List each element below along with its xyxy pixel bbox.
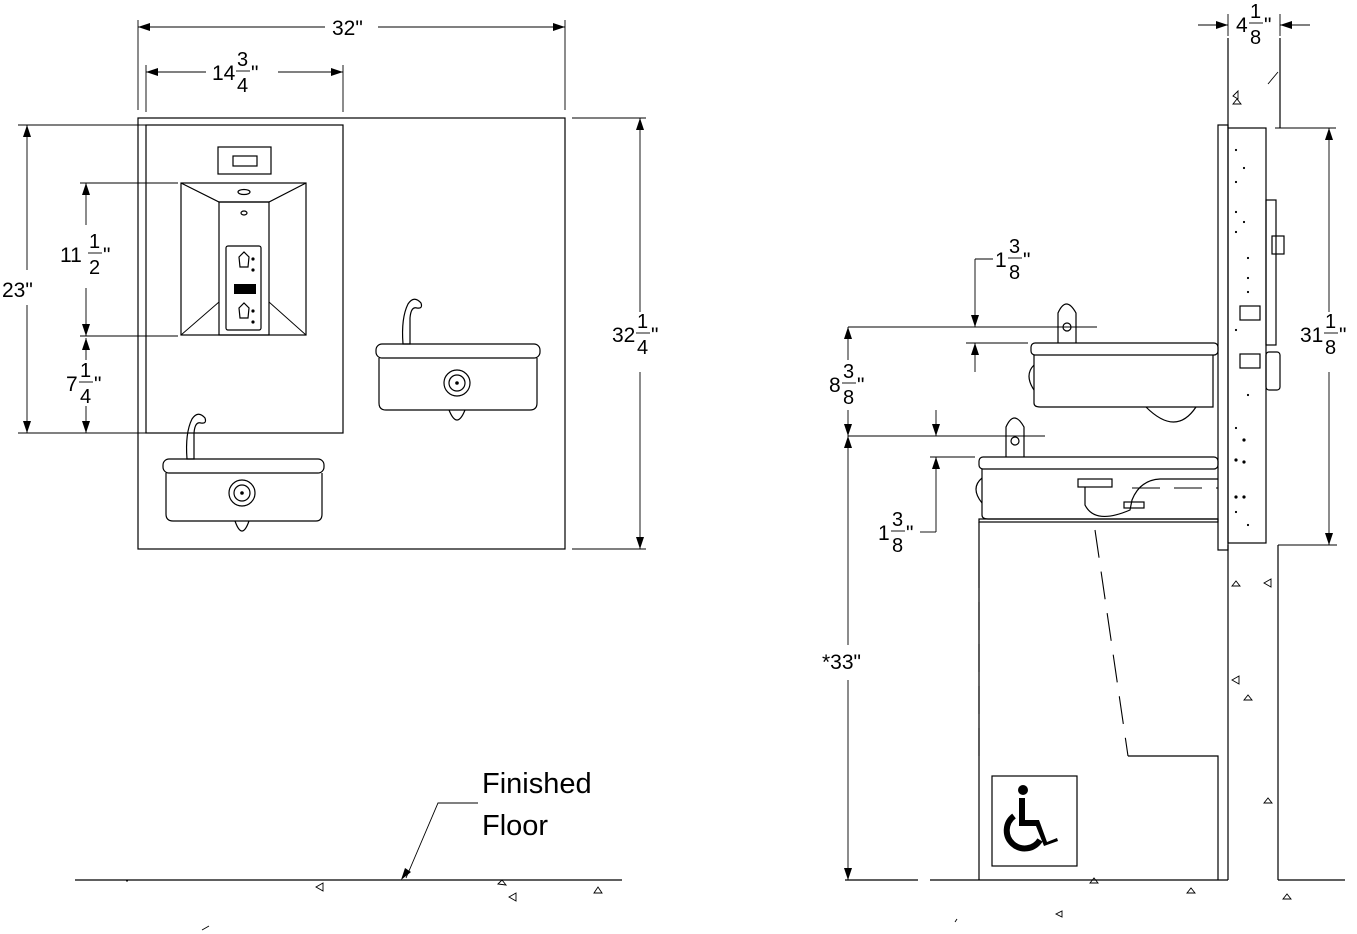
- svg-text:3: 3: [1009, 236, 1020, 258]
- svg-text:": ": [857, 374, 864, 397]
- svg-text:7: 7: [66, 373, 78, 396]
- svg-text:2: 2: [89, 257, 100, 279]
- svg-text:": ": [1023, 249, 1030, 272]
- overall-height-dim: 32 1 4 ": [612, 311, 658, 359]
- svg-text:8: 8: [829, 374, 841, 397]
- finished-floor-label-2: Floor: [482, 810, 548, 842]
- wheelchair-accessibility-icon: [991, 775, 1078, 867]
- svg-text:1: 1: [878, 522, 890, 545]
- svg-text:": ": [94, 373, 101, 396]
- svg-text:1: 1: [89, 231, 100, 253]
- svg-text:8: 8: [1325, 337, 1336, 359]
- svg-text:8: 8: [1009, 262, 1020, 284]
- frame-height-dim: 31 1 8 ": [1300, 311, 1346, 359]
- svg-text:": ": [103, 244, 110, 267]
- svg-text:31: 31: [1300, 324, 1323, 347]
- side-view: 4 1 8 ": [822, 1, 1346, 923]
- lower-fountain: [162, 413, 325, 532]
- svg-text:1: 1: [637, 311, 648, 333]
- upper-fountain: [375, 298, 541, 421]
- depth-top-dim: 4 1 8 ": [1236, 1, 1271, 49]
- lower-fountain-side: [975, 417, 1219, 520]
- svg-text:1: 1: [80, 360, 91, 382]
- bottle-icon: [238, 251, 250, 319]
- mounting-frame: [1217, 124, 1229, 551]
- upper-spout-dim: 1 3 8 ": [995, 236, 1030, 284]
- svg-text:4: 4: [80, 386, 91, 408]
- overall-width-dim: 32": [332, 17, 363, 40]
- upper-fountain-side: [1028, 303, 1219, 423]
- svg-text:": ": [251, 62, 258, 85]
- svg-text:": ": [1339, 324, 1346, 347]
- ada-height-dim: *33": [822, 651, 861, 674]
- svg-text:8: 8: [1250, 27, 1261, 49]
- svg-text:14: 14: [212, 62, 236, 85]
- front-view: 32" 14 3 4 " 23" 11 1: [2, 17, 658, 931]
- svg-text:4: 4: [637, 337, 648, 359]
- bottle-filler: [180, 182, 307, 336]
- upper-width-dim: 14 3 4 ": [212, 49, 258, 97]
- svg-text:4: 4: [1236, 14, 1248, 37]
- svg-text:8: 8: [892, 535, 903, 557]
- svg-text:1: 1: [995, 249, 1007, 272]
- filler-bottom-dim: 7 1 4 ": [66, 360, 101, 408]
- svg-text:3: 3: [892, 509, 903, 531]
- finished-floor-label: Finished: [482, 768, 592, 800]
- lower-spout-dim: 1 3 8 ": [878, 509, 913, 557]
- upper-filler-panel: [145, 124, 344, 434]
- svg-text:": ": [1264, 14, 1271, 37]
- svg-text:32: 32: [612, 324, 635, 347]
- svg-text:11: 11: [60, 244, 82, 267]
- panel-height-dim: 23": [2, 279, 33, 302]
- svg-text:1: 1: [1250, 1, 1261, 23]
- svg-text:1: 1: [1325, 311, 1336, 333]
- sensor-box: [217, 146, 272, 175]
- filler-height-dim: 11 1 2 ": [60, 231, 110, 279]
- svg-text:4: 4: [237, 75, 248, 97]
- svg-text:": ": [651, 324, 658, 347]
- wall-panel: [137, 117, 566, 550]
- sensor-icon: [232, 155, 258, 167]
- svg-text:8: 8: [843, 387, 854, 409]
- svg-text:3: 3: [843, 361, 854, 383]
- height-diff-dim: 8 3 8 ": [829, 361, 864, 409]
- svg-text:3: 3: [237, 49, 248, 71]
- svg-text:": ": [906, 522, 913, 545]
